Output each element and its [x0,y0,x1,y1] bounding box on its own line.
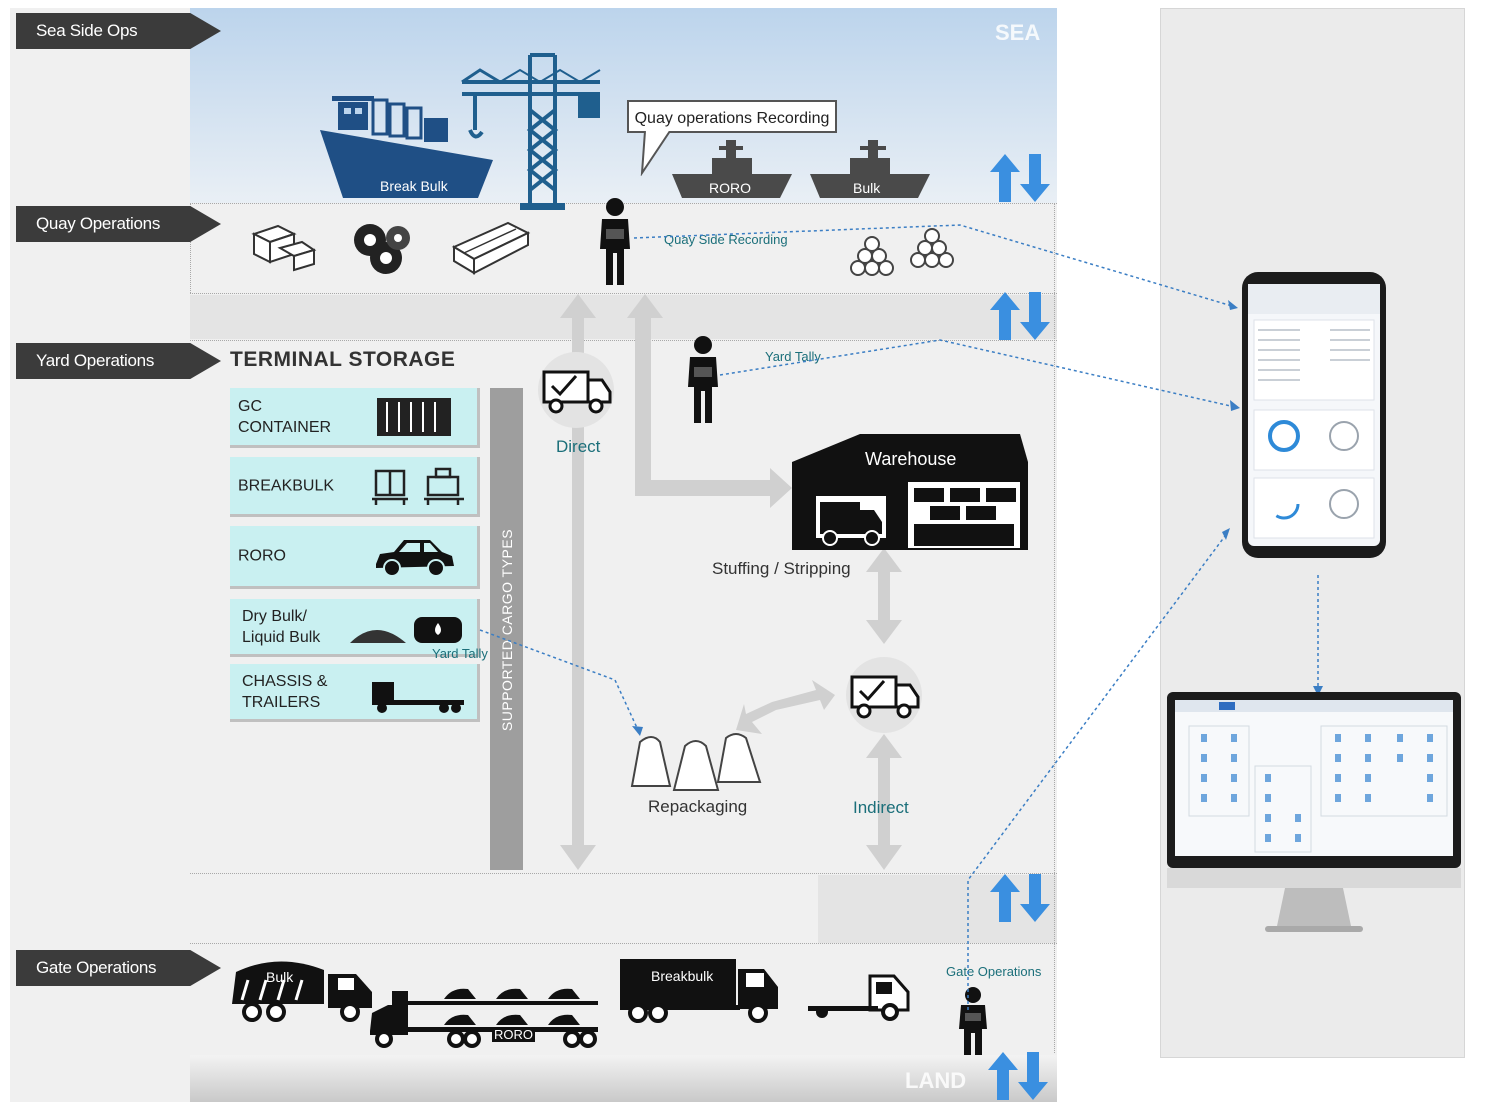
yard-tally-upper-label: Yard Tally [765,349,821,364]
desktop-monitor-icon [1167,692,1461,932]
cargo-type-label: BREAKBULK [238,477,335,494]
breakbulk-truck-label: Breakbulk [651,968,714,984]
stuffing-stripping-label: Stuffing / Stripping [712,559,851,578]
gate-clerk-person-icon [959,987,987,1055]
quay-crane-icon [461,53,601,210]
flow-arrows [560,294,902,870]
cargo-type-label: RORO [238,547,286,565]
roro-ship-icon [672,140,792,198]
band-edge [1054,203,1055,1053]
yard-gate-separator [818,875,1057,943]
truck-check-icon [538,352,614,428]
cargo-type-label: Dry Bulk/ Liquid Bulk [242,607,321,646]
tally-clerk-person-icon [600,198,630,285]
gate-operations-label: Gate Operations [946,964,1042,979]
cargo-type-label: GC CONTAINER [238,397,332,436]
chassis-trailer-icon [372,682,464,713]
direct-label: Direct [556,437,601,456]
band-label-yard-operations: Yard Operations [16,343,221,379]
band-divider [190,293,1057,294]
quay-operations-recording-callout: Quay operations Recording [627,100,837,133]
up-down-arrows-icon [988,1052,1048,1100]
cargo-type-dry-liquid-bulk: Dry Bulk/ Liquid Bulk [230,599,480,657]
band-label-gate-operations: Gate Operations [16,950,221,986]
cargo-type-chassis-trailers: CHASSIS & TRAILERS [230,664,480,722]
repackaging-bags-icon [630,733,762,791]
cargo-type-roro: RORO [230,526,480,589]
up-down-arrows-icon [990,154,1050,202]
cargo-type-gc-container: GC CONTAINER [230,388,480,448]
band-label-quay-operations: Quay Operations [16,206,221,242]
band-divider [190,203,1057,204]
timber-pallet-icon [451,221,531,275]
container-icon [377,398,451,436]
up-down-arrows-icon [990,874,1050,922]
break-bulk-ship-icon [320,96,493,198]
yard-tally-lower-label: Yard Tally [432,646,488,661]
band-label-sea-side-ops: Sea Side Ops [16,13,221,49]
car-icon [376,540,454,577]
band-divider [190,943,1057,944]
up-down-arrows-icon [990,292,1050,340]
empty-truck-icon [808,974,910,1021]
warehouse-label: Warehouse [865,449,957,469]
land-label: LAND [905,1068,967,1093]
quay-yard-separator [190,295,1057,339]
steel-coils-icon [354,224,410,274]
bulk-ship-label: Bulk [853,180,881,196]
yard-tally-person-icon [688,336,718,423]
cargo-type-breakbulk: BREAKBULK [230,457,480,517]
pallet-boxes-icon [372,467,464,505]
pipes-bundle-icon [850,228,954,276]
terminal-storage-title: TERMINAL STORAGE [230,348,456,371]
band-edge [190,203,191,293]
bulk-pile-tank-icon [350,617,462,643]
supported-cargo-types-bar [490,388,523,870]
break-bulk-ship-label: Break Bulk [380,178,448,194]
indirect-label: Indirect [853,798,909,817]
warehouse-icon [792,434,1028,550]
band-divider [190,873,1057,874]
truck-check-icon [846,657,922,733]
land-band [190,1055,1057,1102]
sea-label: SEA [995,20,1041,45]
callout-tail [640,131,671,176]
bulk-ship-icon [810,140,930,198]
roro-ship-label: RORO [709,180,751,196]
breakbulk-box-truck-icon [620,959,778,1023]
repackaging-label: Repackaging [648,797,748,816]
roro-truck-label: RORO [492,1027,535,1042]
boxes-cargo-icon [251,224,317,272]
bulk-dump-truck-icon [232,961,372,1022]
bulk-truck-label: Bulk [266,969,294,985]
smartphone-device-icon [1242,272,1386,558]
cargo-type-label: CHASSIS & TRAILERS [242,672,328,711]
band-divider [190,340,1057,341]
